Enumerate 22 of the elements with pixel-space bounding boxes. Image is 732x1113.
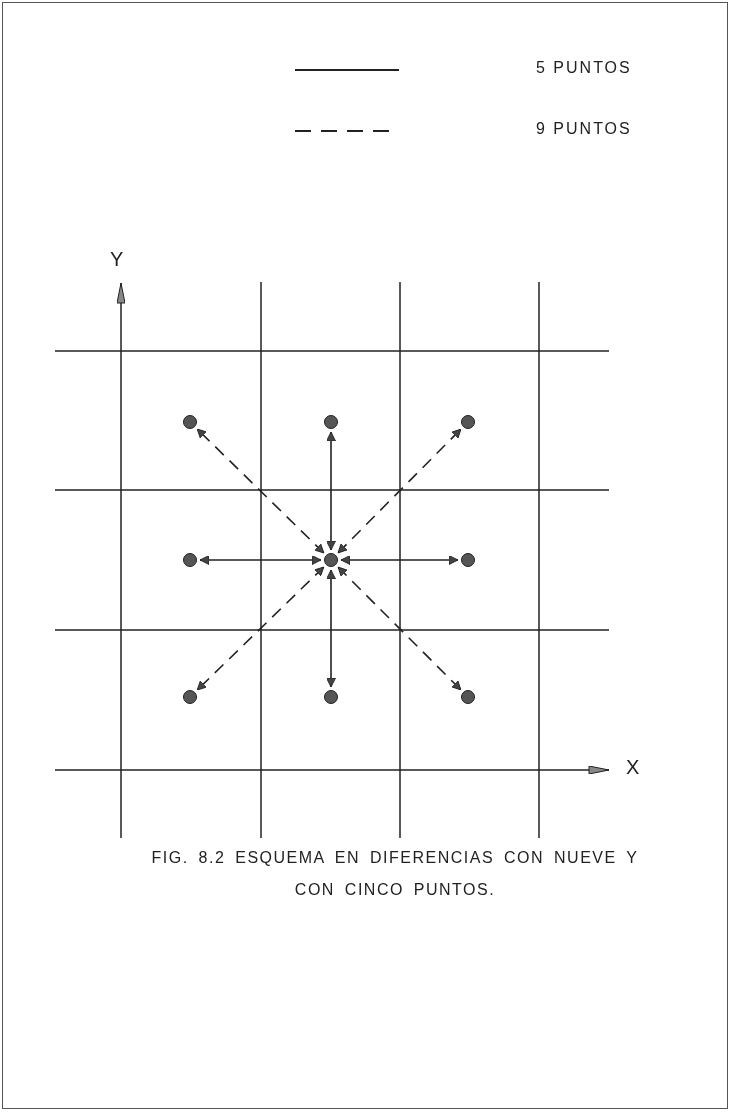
grid-point: [461, 553, 475, 567]
arrow: [199, 555, 322, 565]
figure-caption: FIG. 8.2 ESQUEMA EN DIFERENCIAS CON NUEVE Y CON CINCO PUNTOS.: [150, 848, 640, 900]
arrow: [337, 566, 462, 691]
arrow: [326, 569, 336, 688]
axis-label: Y: [110, 248, 124, 271]
grid-point: [183, 553, 197, 567]
grid-point: [324, 415, 338, 429]
legend-label: 9 PUNTOS: [536, 120, 632, 138]
grid-point: [183, 690, 197, 704]
arrow: [196, 566, 325, 691]
grid-point: [183, 415, 197, 429]
grid-point: [461, 690, 475, 704]
grid-point: [461, 415, 475, 429]
arrow: [340, 555, 459, 565]
grid-point: [324, 690, 338, 704]
arrow: [326, 431, 336, 551]
axis-label: X: [626, 756, 640, 779]
legend-label: 5 PUNTOS: [536, 59, 632, 77]
arrow: [337, 428, 462, 554]
arrow: [196, 428, 325, 554]
grid-point: [324, 553, 338, 567]
